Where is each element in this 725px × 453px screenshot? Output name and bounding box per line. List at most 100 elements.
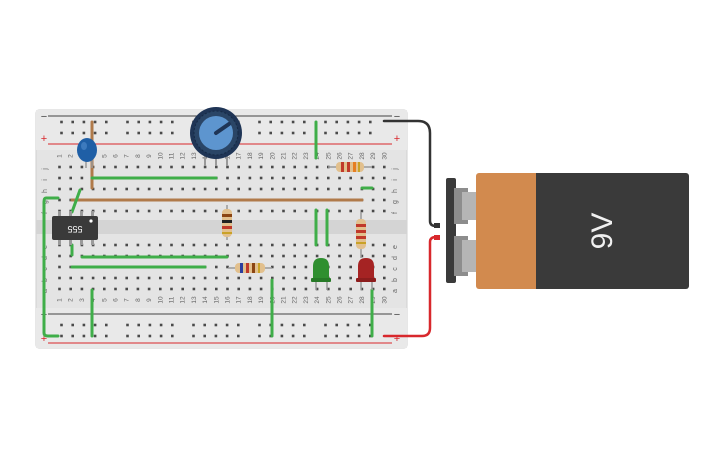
breadboard-hole[interactable] <box>69 287 72 291</box>
breadboard-hole[interactable] <box>58 187 61 191</box>
breadboard-hole[interactable] <box>324 334 327 338</box>
breadboard-hole[interactable] <box>349 176 352 180</box>
breadboard-holes[interactable] <box>58 120 386 338</box>
breadboard-hole[interactable] <box>215 287 218 291</box>
breadboard-hole[interactable] <box>159 243 162 247</box>
breadboard-hole[interactable] <box>327 254 330 258</box>
breadboard-hole[interactable] <box>225 323 229 327</box>
breadboard-hole[interactable] <box>293 276 296 280</box>
breadboard-hole[interactable] <box>369 334 372 338</box>
breadboard-hole[interactable] <box>82 334 86 338</box>
breadboard-hole[interactable] <box>357 323 361 327</box>
breadboard-hole[interactable] <box>192 243 196 247</box>
breadboard-hole[interactable] <box>271 276 274 280</box>
breadboard-hole[interactable] <box>171 323 174 327</box>
breadboard-hole[interactable] <box>192 165 196 169</box>
breadboard-hole[interactable] <box>349 187 352 191</box>
breadboard-hole[interactable] <box>259 243 263 247</box>
breadboard-hole[interactable] <box>105 131 108 135</box>
breadboard-hole[interactable] <box>293 187 296 191</box>
breadboard-hole[interactable] <box>280 334 284 338</box>
ic-555-chip[interactable]: 555 <box>52 211 98 245</box>
breadboard-hole[interactable] <box>282 209 285 213</box>
breadboard-hole[interactable] <box>237 287 240 291</box>
breadboard-hole[interactable] <box>335 120 338 124</box>
breadboard-hole[interactable] <box>291 120 295 124</box>
breadboard-hole[interactable] <box>214 323 218 327</box>
breadboard-hole[interactable] <box>114 243 117 247</box>
breadboard-hole[interactable] <box>346 334 350 338</box>
breadboard-hole[interactable] <box>371 176 375 180</box>
breadboard-hole[interactable] <box>360 176 364 180</box>
led-icon[interactable] <box>356 258 376 290</box>
breadboard-hole[interactable] <box>271 187 274 191</box>
breadboard-hole[interactable] <box>271 254 274 258</box>
breadboard-hole[interactable] <box>58 265 61 269</box>
breadboard-hole[interactable] <box>291 131 295 135</box>
breadboard-hole[interactable] <box>125 209 128 213</box>
breadboard-hole[interactable] <box>148 120 152 124</box>
breadboard-hole[interactable] <box>71 323 74 327</box>
wire-green-diagonal[interactable] <box>70 188 82 214</box>
breadboard-hole[interactable] <box>383 243 386 247</box>
breadboard-hole[interactable] <box>226 176 229 180</box>
breadboard-hole[interactable] <box>338 187 341 191</box>
breadboard-hole[interactable] <box>282 165 285 169</box>
breadboard-hole[interactable] <box>226 243 229 247</box>
breadboard-hole[interactable] <box>192 209 196 213</box>
breadboard-hole[interactable] <box>171 131 174 135</box>
battery-icon[interactable]: 9V <box>434 173 689 289</box>
breadboard-hole[interactable] <box>369 131 372 135</box>
breadboard-hole[interactable] <box>269 131 272 135</box>
breadboard-hole[interactable] <box>148 323 152 327</box>
breadboard-hole[interactable] <box>258 334 261 338</box>
breadboard-hole[interactable] <box>349 209 352 213</box>
breadboard-hole[interactable] <box>271 176 274 180</box>
breadboard-hole[interactable] <box>58 254 61 258</box>
breadboard-hole[interactable] <box>103 209 106 213</box>
breadboard-hole[interactable] <box>271 265 274 269</box>
breadboard[interactable]: − + − + − + − + 112233445566778899101011… <box>35 109 408 349</box>
breadboard-hole[interactable] <box>192 276 196 280</box>
breadboard-hole[interactable] <box>60 323 63 327</box>
resistor-icon[interactable] <box>228 263 272 273</box>
breadboard-hole[interactable] <box>248 187 252 191</box>
breadboard-hole[interactable] <box>304 254 308 258</box>
breadboard-hole[interactable] <box>60 334 63 338</box>
breadboard-hole[interactable] <box>60 131 63 135</box>
breadboard-hole[interactable] <box>304 187 308 191</box>
breadboard-hole[interactable] <box>383 287 386 291</box>
breadboard-hole[interactable] <box>159 276 162 280</box>
breadboard-hole[interactable] <box>126 131 129 135</box>
breadboard-hole[interactable] <box>82 120 86 124</box>
breadboard-hole[interactable] <box>136 276 140 280</box>
breadboard-hole[interactable] <box>80 176 84 180</box>
breadboard-hole[interactable] <box>237 209 240 213</box>
breadboard-hole[interactable] <box>126 323 129 327</box>
breadboard-hole[interactable] <box>181 187 184 191</box>
breadboard-hole[interactable] <box>170 287 173 291</box>
breadboard-hole[interactable] <box>338 276 341 280</box>
breadboard-hole[interactable] <box>327 187 330 191</box>
breadboard-hole[interactable] <box>304 176 308 180</box>
breadboard-hole[interactable] <box>137 334 140 338</box>
breadboard-hole[interactable] <box>181 243 184 247</box>
breadboard-hole[interactable] <box>103 165 106 169</box>
breadboard-hole[interactable] <box>159 187 162 191</box>
breadboard-hole[interactable] <box>349 254 352 258</box>
breadboard-hole[interactable] <box>105 323 108 327</box>
breadboard-hole[interactable] <box>215 276 218 280</box>
breadboard-hole[interactable] <box>136 165 140 169</box>
breadboard-hole[interactable] <box>147 276 151 280</box>
breadboard-hole[interactable] <box>114 187 117 191</box>
breadboard-hole[interactable] <box>335 131 338 135</box>
breadboard-hole[interactable] <box>258 131 261 135</box>
breadboard-hole[interactable] <box>192 334 195 338</box>
breadboard-hole[interactable] <box>282 287 285 291</box>
breadboard-hole[interactable] <box>237 254 240 258</box>
breadboard-hole[interactable] <box>282 254 285 258</box>
breadboard-hole[interactable] <box>181 287 184 291</box>
breadboard-hole[interactable] <box>248 287 252 291</box>
breadboard-hole[interactable] <box>291 323 295 327</box>
